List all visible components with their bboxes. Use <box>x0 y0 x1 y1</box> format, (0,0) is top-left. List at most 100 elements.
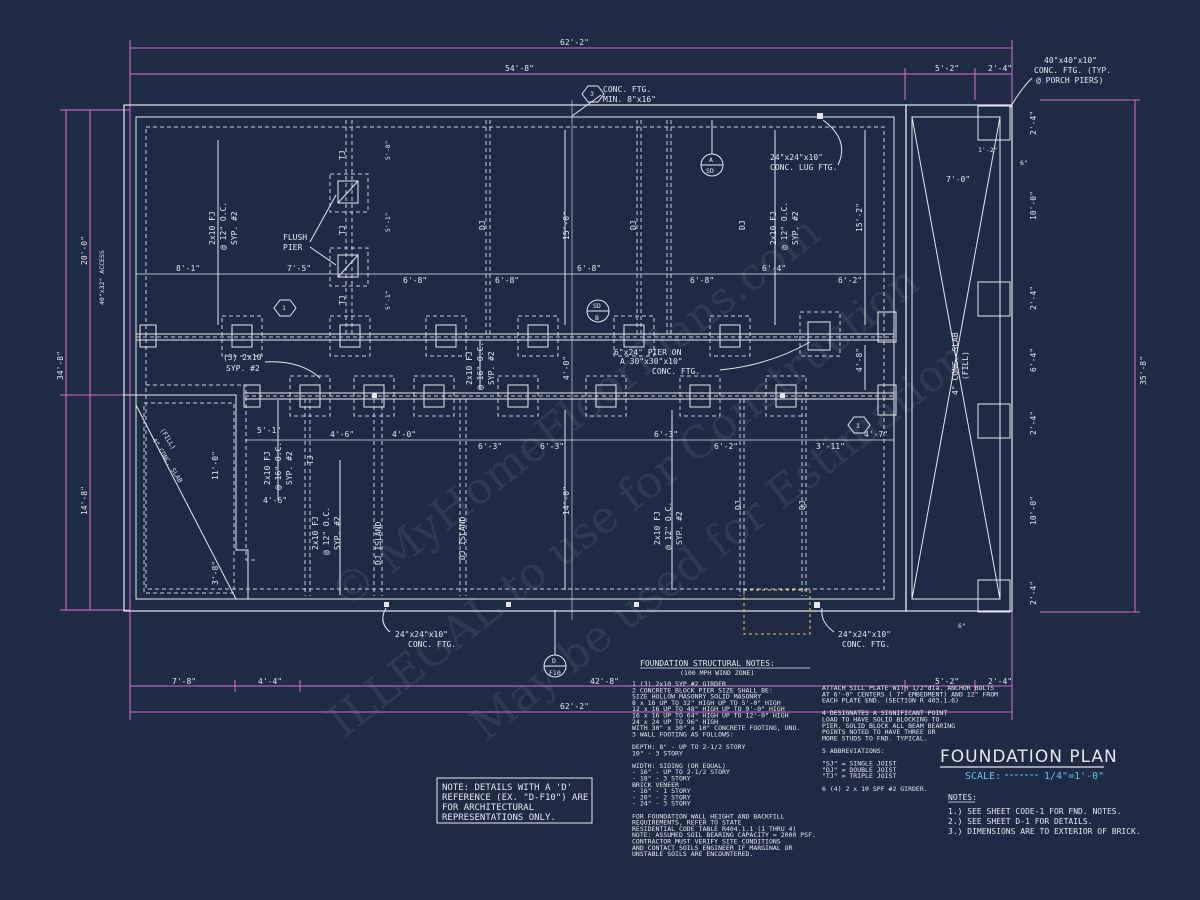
col1-line-23: RESIDENTIAL CODE TABLE R404.1.1 (1 THRU … <box>632 825 796 833</box>
callout-ftg-br-1: 24"x24"x10" <box>838 630 891 639</box>
idim-16: 4'-6" <box>263 496 287 505</box>
dj-4: DJ <box>734 500 743 510</box>
callout-porch-3: @ PORCH PIERS) <box>1036 76 1103 85</box>
dim-overall-top: 62'-2" <box>560 38 589 47</box>
col2-line-5: LOAD TO HAVE SOLID BLOCKING TO <box>822 716 939 724</box>
fj-e-3: SYP. #2 <box>333 516 342 550</box>
col2-line-8: MORE STUDS TO FND. TYPICAL. <box>822 734 928 742</box>
col1-line-0: 1 (3) 2x10 SYP #2 GIRDER <box>632 680 726 688</box>
struct-col-2: ATTACH SILL PLATE WITH 1/2"dia. ANCHOR B… <box>822 684 998 793</box>
ref-note-line-4: REPRESENTATIONS ONLY. <box>442 813 556 823</box>
tag-n1-b: 1 <box>856 422 860 430</box>
dim-left-upper: 20'-0" <box>80 236 89 265</box>
dj-2: DJ <box>629 220 638 230</box>
col1-line-10: DEPTH: 8" - UP TO 2-1/2 STORY <box>632 743 746 751</box>
struct-subheading: (100 MPH WIND ZONE) <box>680 669 754 677</box>
tag-sd-b-2: B <box>595 314 599 322</box>
callout-girder-1: (3) 2x10 <box>223 353 262 362</box>
fj-a-2: @ 12" O.C. <box>219 202 228 250</box>
idim-13: 3'-11" <box>816 442 845 451</box>
scale-label: SCALE: <box>965 771 1001 782</box>
foundation-walls <box>123 104 1013 635</box>
idim-28: 6" <box>1020 159 1028 167</box>
callout-girder-2: SYP. #2 <box>226 364 260 373</box>
dj-1: DJ <box>478 220 487 230</box>
tag-sd-b-1: SD <box>593 302 601 310</box>
col1-line-13: WIDTH: SIDING (OR EQUAL) <box>632 762 726 770</box>
idim-24: 3'-8" <box>211 561 220 585</box>
col2-line-12: "SJ" = SINGLE JOIST <box>822 760 896 768</box>
callout-conc-ftg-2: MIN. 8"x16" <box>603 95 656 104</box>
col1-line-16: BRICK VENEER <box>632 781 679 789</box>
notes-item-2: 2.) SEE SHEET D-1 FOR DETAILS. <box>948 817 1093 826</box>
reference-note-box: NOTE: DETAILS WITH A 'D' REFERENCE (EX. … <box>436 777 593 824</box>
dim-overall-bottom: 62'-2" <box>560 702 589 711</box>
sheet-notes: NOTES: 1.) SEE SHEET CODE-1 FOR FND. NOT… <box>948 793 1141 836</box>
dim-right-f: 2'-4" <box>1029 581 1038 605</box>
col1-line-14: - 16" - UP TO 2-1/2 STORY <box>632 768 730 776</box>
callout-pier-on-1: 6"x24" PIER ON <box>614 348 682 357</box>
title-block: FOUNDATION PLAN SCALE: 1/4"=1'-0" <box>940 747 1118 782</box>
structural-notes: FOUNDATION STRUCTURAL NOTES: (100 MPH WI… <box>632 659 998 858</box>
plan-title: FOUNDATION PLAN <box>940 747 1118 767</box>
idim-25: 11'-0" <box>211 451 220 480</box>
dim-right-c: 6'-4" <box>1029 348 1038 372</box>
col1-line-24: NOTE: ASSUMED SOIL BEARING CAPACITY = 20… <box>632 831 816 839</box>
col1-line-11: 10" - 3 STORY <box>632 749 683 757</box>
col1-line-21: FOR FOUNDATION WALL HEIGHT AND BACKFILL <box>632 812 785 820</box>
idim-10: 6'-3" <box>540 442 564 451</box>
fj-b-2: @ 16" O.C. <box>274 442 283 490</box>
piers <box>139 173 897 417</box>
callout-flush-2: PIER <box>283 243 302 252</box>
tj-1: TJ <box>338 150 347 160</box>
dim-left-total: 34'-8" <box>56 351 65 380</box>
idim-21: 5'-8" <box>384 140 392 160</box>
tj-3: TJ <box>338 295 347 305</box>
scale-value: 1/4"=1'-0" <box>1044 771 1104 782</box>
fj-d-3: SYP. #2 <box>487 351 496 385</box>
idim-2: 6'-8" <box>403 276 427 285</box>
col1-line-27: UNSTABLE SOILS ARE ENCOUNTERED. <box>632 850 753 858</box>
ref-note-line-3: FOR ARCHITECTURAL <box>442 803 534 813</box>
joist-labels: 2x10 FJ @ 12" O.C. SYP. #2 2x10 FJ @ 12"… <box>208 150 807 565</box>
col2-line-0: ATTACH SILL PLATE WITH 1/2"dia. ANCHOR B… <box>822 684 994 692</box>
idim-19: 15'-2" <box>855 203 864 232</box>
col2-line-10: 5 ABBREVIATIONS: <box>822 747 885 755</box>
col1-line-22: REQUIREMENTS, REFER TO STATE <box>632 819 742 827</box>
idim-27: 7'-0" <box>946 175 970 184</box>
callout-pier-on-2: A 30"x30"x10" <box>620 357 683 366</box>
col2-line-4: 4 DESIGNATES A SIGNIFICANT POINT <box>822 709 947 717</box>
dj-3: DJ <box>738 220 747 230</box>
fj-d-2: @ 16" O.C. <box>476 342 485 390</box>
struct-heading: FOUNDATION STRUCTURAL NOTES: <box>640 659 775 668</box>
fj-c-3: SYP. #2 <box>791 211 800 245</box>
col1-line-1: 2 CONCRETE BLOCK PIER SIZE SHALL BE: <box>632 686 773 694</box>
tag-n1-a: 1 <box>282 304 286 312</box>
ref-note-line-2: REFERENCE (EX. "D-F10") ARE <box>442 793 588 803</box>
fj-f-3: SYP. #2 <box>675 511 684 545</box>
detail-tags: A SD SD B D F10 3 1 1 <box>273 85 871 678</box>
idim-14: 4'-7" <box>864 430 888 439</box>
col2-line-6: PIER. SOLID BLOCK ALL BEAM BEARING <box>822 722 955 730</box>
dim-right-a2: 2'-4" <box>1029 286 1038 310</box>
notes-heading: NOTES: <box>948 793 977 802</box>
col1-line-17: - 16" - 1 STORY <box>632 787 691 795</box>
idim-22b: 5'-1" <box>384 290 392 310</box>
col2-line-7: POINTS NOTED TO HAVE THREE OR <box>822 728 936 736</box>
inner-dimensions: 8'-1" 7'-5" 6'-8" 6'-8" 6'-8" 6'-8" 6'-4… <box>176 140 1028 630</box>
col1-line-19: - 24" - 3 STORY <box>632 800 691 808</box>
dj-island-2: DJ ISLAND <box>458 516 467 560</box>
fj-a-3: SYP. #2 <box>230 211 239 245</box>
col1-line-7: WITH 30" x 30" x 10" CONCRETE FOOTING, U… <box>632 724 800 732</box>
callout-ftg-br-2: CONC. FTG. <box>842 640 890 649</box>
idim-29: 6" <box>958 622 966 630</box>
col1-line-8: 3 WALL FOOTING AS FOLLOWS: <box>632 730 734 738</box>
idim-20: 4'-8" <box>855 348 864 372</box>
callout-ftg-bl-1: 24"x24"x10" <box>395 630 448 639</box>
fj-d-1: 2x10 FJ <box>465 351 474 385</box>
tag-n3: 3 <box>590 90 594 98</box>
idim-11: 6'-3" <box>654 430 678 439</box>
joist-bands <box>304 100 807 620</box>
